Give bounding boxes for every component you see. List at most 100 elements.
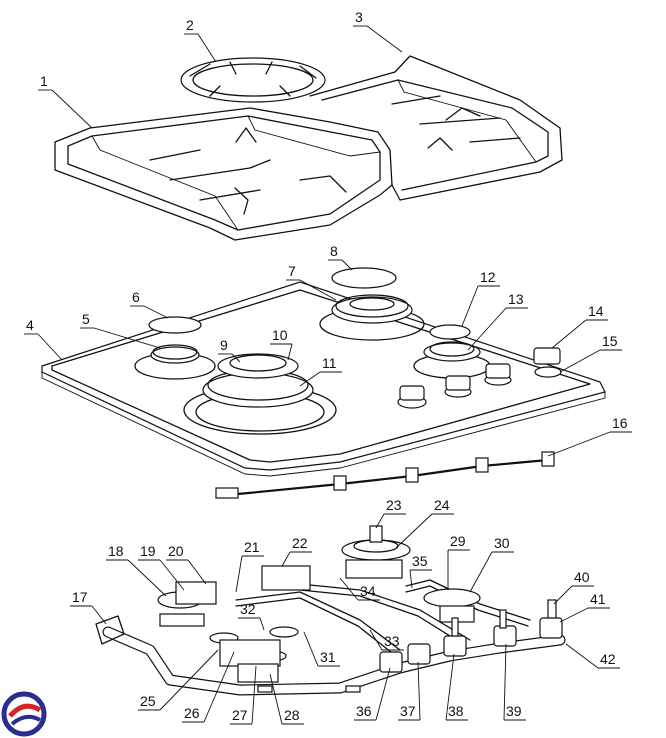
callout-number: 23 [386, 497, 402, 513]
callout-leader [93, 327, 161, 349]
callout-7: 7 [286, 263, 337, 301]
callout-leader [409, 569, 413, 589]
callout-number: 33 [384, 633, 400, 649]
callout-number: 5 [82, 311, 90, 327]
callout-19: 19 [138, 543, 185, 591]
callout-leader [553, 585, 573, 605]
callout-leader [159, 559, 185, 591]
callout-number: 3 [355, 9, 363, 25]
callout-leader [417, 661, 421, 721]
callout-28: 28 [269, 673, 304, 725]
hob-top-plate [41, 267, 606, 477]
callout-9: 9 [218, 337, 241, 363]
callout-number: 17 [72, 589, 88, 605]
callout-15: 15 [559, 333, 622, 373]
callout-number: 19 [140, 543, 156, 559]
callout-leader [299, 279, 337, 301]
callout-number: 26 [184, 705, 200, 721]
callout-number: 14 [588, 303, 604, 319]
callout-leader [559, 607, 589, 623]
callout-number: 22 [292, 535, 308, 551]
callout-leader [127, 559, 167, 597]
callout-20: 20 [166, 543, 207, 585]
callout-42: 42 [565, 643, 620, 669]
callout-number: 4 [26, 317, 34, 333]
callout-38: 38 [445, 653, 468, 721]
callout-5: 5 [80, 311, 161, 349]
callout-number: 42 [600, 651, 616, 667]
brand-logo [1, 691, 47, 737]
callout-number: 24 [434, 497, 450, 513]
callout-leader [461, 285, 479, 327]
callout-41: 41 [559, 591, 610, 623]
callout-leader [281, 551, 291, 567]
callout-36: 36 [354, 667, 391, 721]
callout-number: 18 [108, 543, 124, 559]
callout-10: 10 [270, 327, 293, 361]
callout-leader [303, 631, 319, 667]
callout-26: 26 [182, 651, 235, 723]
callout-number: 41 [590, 591, 606, 607]
callout-leader [197, 33, 217, 63]
callout-leader [339, 577, 359, 601]
callout-4: 4 [24, 317, 63, 361]
callout-number: 10 [272, 327, 288, 343]
callout-number: 29 [450, 533, 466, 549]
pan-support-grids [54, 55, 563, 241]
callout-leader [159, 649, 219, 711]
callout-number: 40 [574, 569, 590, 585]
callout-leader [547, 431, 611, 457]
callout-number: 2 [186, 17, 194, 33]
callout-leader [445, 653, 455, 721]
callout-leader [37, 333, 63, 361]
callout-40: 40 [553, 569, 594, 605]
control-knobs [397, 347, 562, 409]
callout-leader [395, 513, 433, 549]
callout-number: 21 [244, 539, 260, 555]
callout-leader [299, 371, 321, 387]
callout-number: 15 [602, 333, 618, 349]
callout-leader [551, 319, 587, 349]
callout-39: 39 [503, 643, 526, 721]
callout-24: 24 [395, 497, 454, 549]
callout-32: 32 [238, 601, 265, 631]
callout-6: 6 [130, 289, 169, 319]
callout-number: 39 [506, 703, 522, 719]
callout-leader [203, 651, 235, 723]
callout-leader [369, 629, 383, 651]
callout-29: 29 [447, 533, 470, 590]
callout-14: 14 [551, 303, 608, 349]
callout-number: 6 [132, 289, 140, 305]
callout-number: 13 [508, 291, 524, 307]
callout-35: 35 [409, 553, 432, 589]
callout-number: 11 [322, 355, 337, 371]
callout-number: 37 [400, 703, 416, 719]
callout-number: 16 [612, 415, 628, 431]
callout-number: 1 [40, 73, 48, 89]
callout-25: 25 [138, 649, 219, 711]
callout-number: 27 [232, 707, 248, 723]
callout-number: 35 [412, 553, 428, 569]
callout-16: 16 [547, 415, 632, 457]
callout-leader [231, 353, 241, 363]
callout-leader [91, 605, 107, 625]
callout-31: 31 [303, 631, 340, 667]
ignition-harness [215, 451, 555, 499]
callout-leader [187, 559, 207, 585]
callout-27: 27 [230, 665, 257, 725]
gas-manifold-assembly [95, 525, 566, 696]
callout-34: 34 [339, 577, 380, 601]
callout-leader [375, 513, 385, 529]
callout-number: 12 [480, 269, 496, 285]
callout-21: 21 [235, 539, 264, 593]
callout-leader [341, 259, 353, 271]
callout-33: 33 [369, 629, 404, 651]
callout-8: 8 [328, 243, 353, 271]
callout-leader [375, 667, 391, 721]
callout-number: 31 [320, 649, 336, 665]
callout-number: 28 [284, 707, 300, 723]
callout-number: 34 [360, 583, 376, 599]
callout-number: 8 [330, 243, 338, 259]
callout-number: 25 [140, 693, 156, 709]
